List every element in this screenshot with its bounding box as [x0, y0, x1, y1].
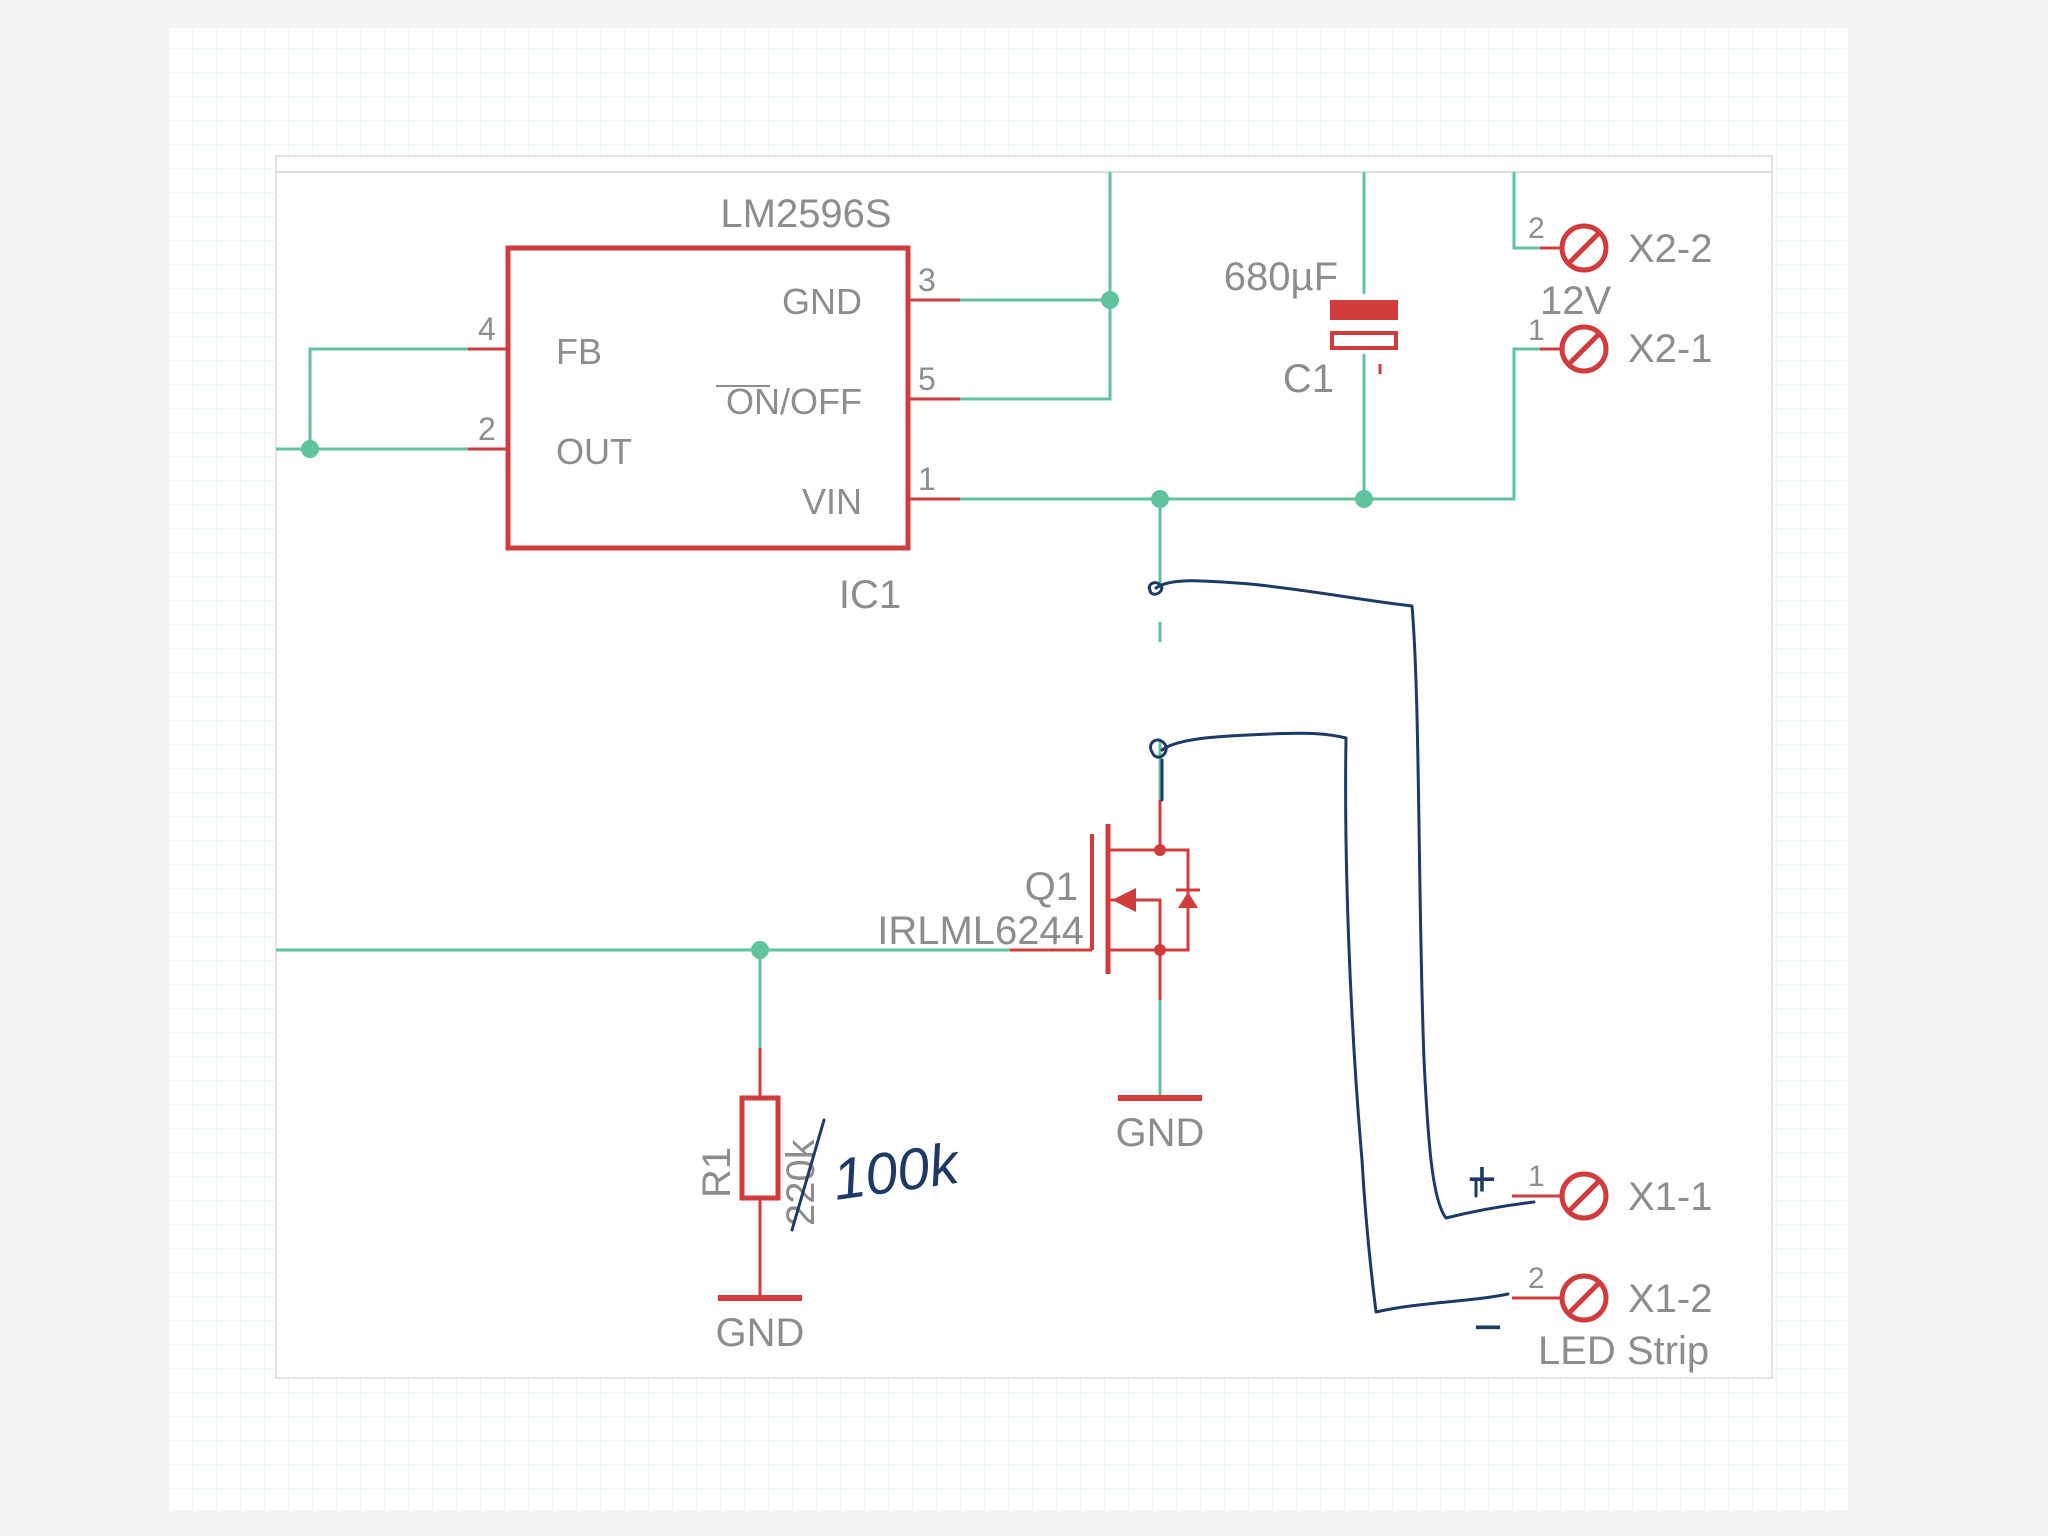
mosfet-q1: Q1 IRLML6244 GND: [877, 800, 1204, 1155]
x2-pin2-num: 2: [1528, 212, 1545, 245]
handwritten-wire-plus: [1154, 579, 1536, 1220]
pin-num-5: 5: [918, 361, 936, 397]
x2-2-name: X2-2: [1628, 227, 1713, 271]
c1-value: 680µF: [1224, 255, 1338, 299]
pin-label-out: OUT: [556, 431, 632, 472]
connector-x1: 1 2 X1-1 X1-2 LED Strip: [1512, 1160, 1713, 1373]
ic1-name: IC1: [839, 573, 901, 617]
x1-pin2-num: 2: [1528, 1262, 1545, 1295]
x1-pin1-num: 1: [1528, 1160, 1545, 1193]
r1-name: R1: [695, 1147, 739, 1198]
capacitor-c1: 680µF C1: [1224, 255, 1398, 401]
junction-dot: [1151, 490, 1169, 508]
x1-2-name: X1-2: [1628, 1277, 1713, 1321]
q1-gnd-label: GND: [1116, 1111, 1205, 1155]
pin-num-1: 1: [918, 461, 936, 497]
c1-name: C1: [1283, 357, 1334, 401]
pin-num-4: 4: [478, 311, 496, 347]
junction-dot: [751, 941, 769, 959]
r1-gnd-label: GND: [716, 1311, 805, 1355]
plus-annotation: +: [1467, 1151, 1496, 1207]
pin-label-vin: VIN: [802, 481, 862, 522]
strike-through-r1-value: [790, 1118, 826, 1232]
junction-dot: [1101, 291, 1119, 309]
schematic-sheet: [275, 155, 1773, 1379]
x1-1-name: X1-1: [1628, 1175, 1713, 1219]
handwritten-wire-minus: [1160, 731, 1510, 1314]
pin-label-fb: FB: [556, 331, 602, 372]
x2-1-name: X2-1: [1628, 327, 1713, 371]
pin-label-on-off: ON/OFF: [726, 381, 862, 422]
connector-x2: 2 1 X2-2 X2-1 12V: [1528, 212, 1713, 374]
x1-label: LED Strip: [1538, 1329, 1709, 1373]
junctions: [301, 291, 1373, 959]
minus-annotation: −: [1473, 1299, 1502, 1355]
pin-label-gnd: GND: [782, 281, 862, 322]
pin-num-3: 3: [918, 262, 936, 298]
x2-pin1-num: 1: [1528, 314, 1545, 347]
junction-dot: [1355, 490, 1373, 508]
pin-num-2: 2: [478, 411, 496, 447]
ic1-value: LM2596S: [720, 192, 891, 236]
wires: [276, 172, 1540, 1298]
ic1-lm2596s: LM2596S IC1 FB OUT GND ON/OFF VIN 4 2 3 …: [468, 192, 960, 617]
q1-value: IRLML6244: [877, 909, 1084, 953]
junction-dot: [301, 440, 319, 458]
q1-name: Q1: [1025, 865, 1078, 909]
x2-label: 12V: [1540, 279, 1611, 323]
